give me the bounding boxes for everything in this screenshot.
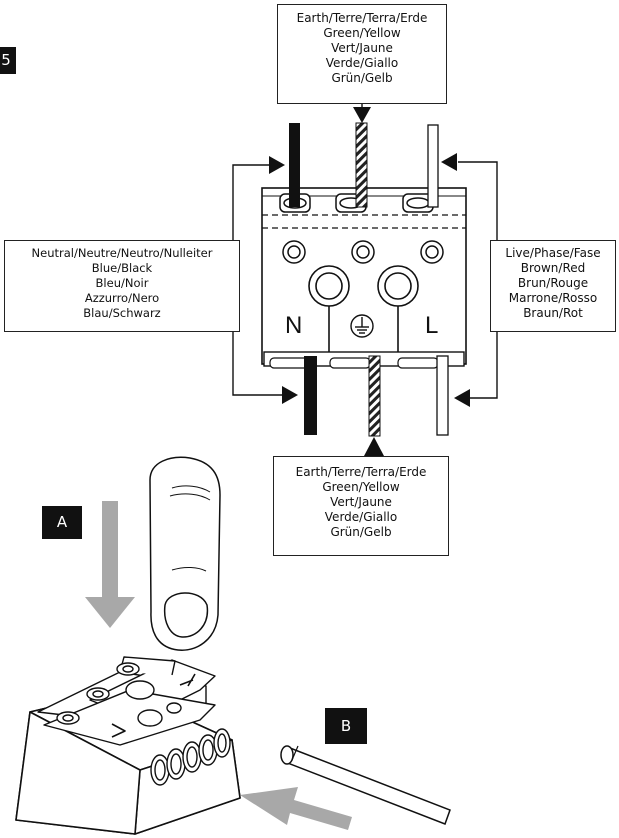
step-number: 5 <box>1 51 11 69</box>
step-a-label: A <box>56 513 68 531</box>
earth-top-line-4: Verde/Giallo <box>325 56 399 70</box>
live-line-5: Braun/Rot <box>523 306 583 320</box>
earth-bottom-line-2: Green/Yellow <box>322 480 400 494</box>
live-wire-bottom <box>436 355 449 436</box>
earth-top-line-3: Vert/Jaune <box>331 41 393 55</box>
terminal-block <box>261 187 467 369</box>
step-b-badge: B <box>325 708 367 744</box>
earth-bottom-line-5: Grün/Gelb <box>330 525 392 539</box>
wire-illustration <box>280 745 451 825</box>
neutral-wire-bottom <box>304 356 317 435</box>
arrow-to-earth-top <box>353 107 371 123</box>
live-wire-top <box>427 124 439 208</box>
earth-label-top: Earth/Terre/Terra/Erde Green/Yellow Vert… <box>277 4 447 104</box>
live-line-3: Brun/Rouge <box>517 276 589 290</box>
live-line-1: Live/Phase/Fase <box>505 246 601 260</box>
arrow-to-neutral-top <box>269 156 285 174</box>
earth-top-line-5: Grün/Gelb <box>331 71 393 85</box>
arrow-to-neutral-bottom <box>282 386 298 404</box>
neutral-label: Neutral/Neutre/Neutro/Nulleiter Blue/Bla… <box>4 240 240 332</box>
earth-bottom-line-3: Vert/Jaune <box>330 495 392 509</box>
earth-bottom-line-4: Verde/Giallo <box>324 510 398 524</box>
neutral-line-3: Bleu/Noir <box>95 276 149 290</box>
terminal-block-3d <box>15 656 241 835</box>
neutral-line-4: Azzurro/Nero <box>84 291 160 305</box>
finger-illustration <box>149 456 221 651</box>
insert-wire-arrow-icon <box>240 787 352 830</box>
step-b-label: B <box>340 717 352 735</box>
live-line-4: Marrone/Rosso <box>508 291 598 305</box>
neutral-line-2: Blue/Black <box>91 261 153 275</box>
earth-symbol-icon <box>350 314 374 338</box>
earth-bottom-line-1: Earth/Terre/Terra/Erde <box>295 465 427 479</box>
arrow-to-earth-bottom <box>364 437 384 456</box>
live-label: Live/Phase/Fase Brown/Red Brun/Rouge Mar… <box>490 240 616 332</box>
neutral-line-1: Neutral/Neutre/Neutro/Nulleiter <box>31 246 213 260</box>
arrow-to-live-bottom <box>454 389 470 407</box>
earth-label-bottom: Earth/Terre/Terra/Erde Green/Yellow Vert… <box>273 456 449 556</box>
neutral-line-5: Blau/Schwarz <box>83 306 161 320</box>
earth-top-line-1: Earth/Terre/Terra/Erde <box>296 11 428 25</box>
earth-top-line-2: Green/Yellow <box>323 26 401 40</box>
earth-wire-bottom <box>368 355 381 437</box>
earth-wire-top <box>355 122 368 208</box>
arrow-to-live-top <box>441 153 457 171</box>
neutral-terminal-mark: N <box>285 312 303 339</box>
live-line-2: Brown/Red <box>520 261 586 275</box>
live-terminal-mark: L <box>425 312 439 339</box>
step-number-badge: 5 <box>0 47 16 74</box>
neutral-wire-top <box>289 123 300 207</box>
push-down-arrow-icon <box>85 501 135 628</box>
step-a-badge: A <box>42 506 82 539</box>
